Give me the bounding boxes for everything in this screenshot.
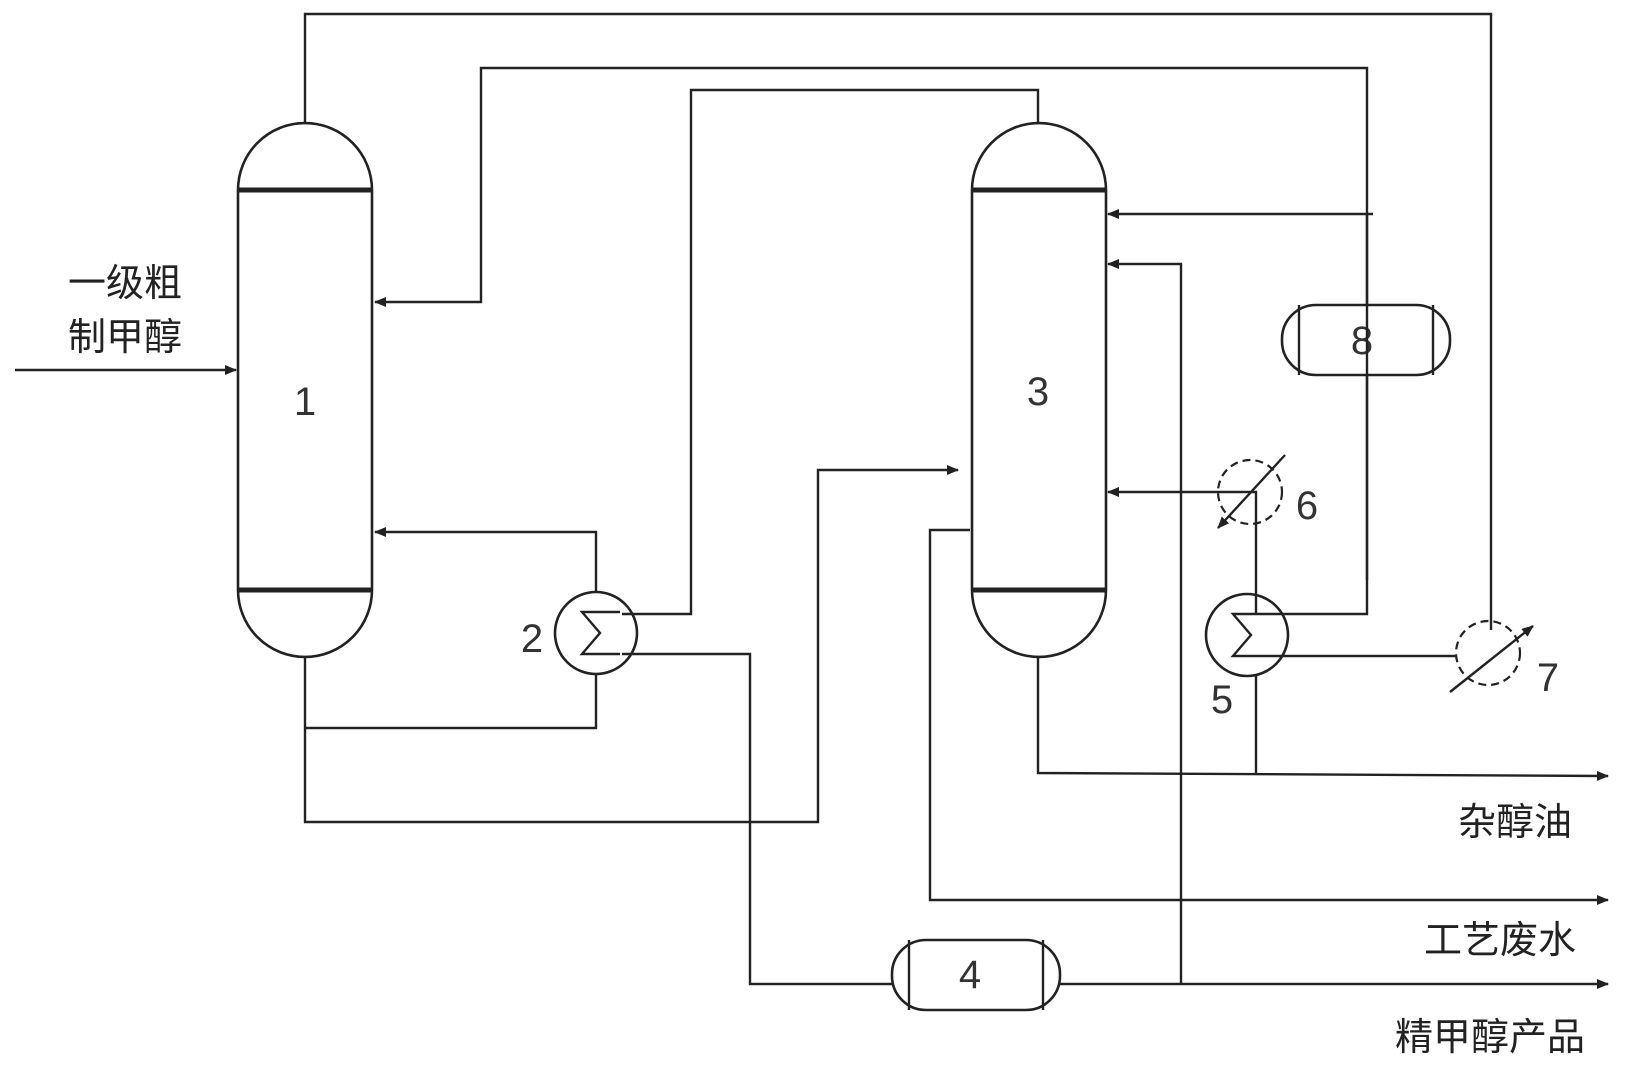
drum-4 [890,938,1062,1012]
column-1 [236,121,374,659]
reboil-to-column-1 [374,527,598,592]
cooler-6-label: 6 [1296,484,1318,528]
column-1-bottoms [303,465,959,824]
reflux-to-column-3 [1107,259,1183,984]
cooler-7 [1449,619,1534,693]
fusel-oil-label: 杂醇油 [1458,800,1572,844]
refined-methanol-label: 精甲醇产品 [1395,1015,1585,1059]
exchanger-5 [1204,592,1290,678]
cooler-6-to-column-3 [1107,487,1258,614]
column-3-label: 3 [1027,370,1049,414]
fusel-oil-line [1036,657,1609,781]
exchanger-5-label: 5 [1211,678,1233,722]
process-wastewater-label: 工艺废水 [1424,918,1576,962]
piping [15,12,1609,989]
wastewater-line [928,528,1609,905]
exchanger-2 [553,590,639,676]
column-3-overhead [622,88,1040,616]
column-1-overhead [303,12,1493,630]
reflux-to-column-1 [374,66,1369,580]
condensate-to-drum-4 [622,652,892,986]
exchanger-2-label: 2 [521,617,543,661]
feed-label-line-1: 一级粗 [68,261,182,305]
column-3 [970,121,1108,659]
feed-label-line-2: 制甲醇 [68,315,182,359]
drum-8-label: 8 [1351,319,1373,363]
column-1-label: 1 [294,380,316,424]
cooler-7-label: 7 [1537,656,1559,700]
drum-4-label: 4 [959,953,981,997]
